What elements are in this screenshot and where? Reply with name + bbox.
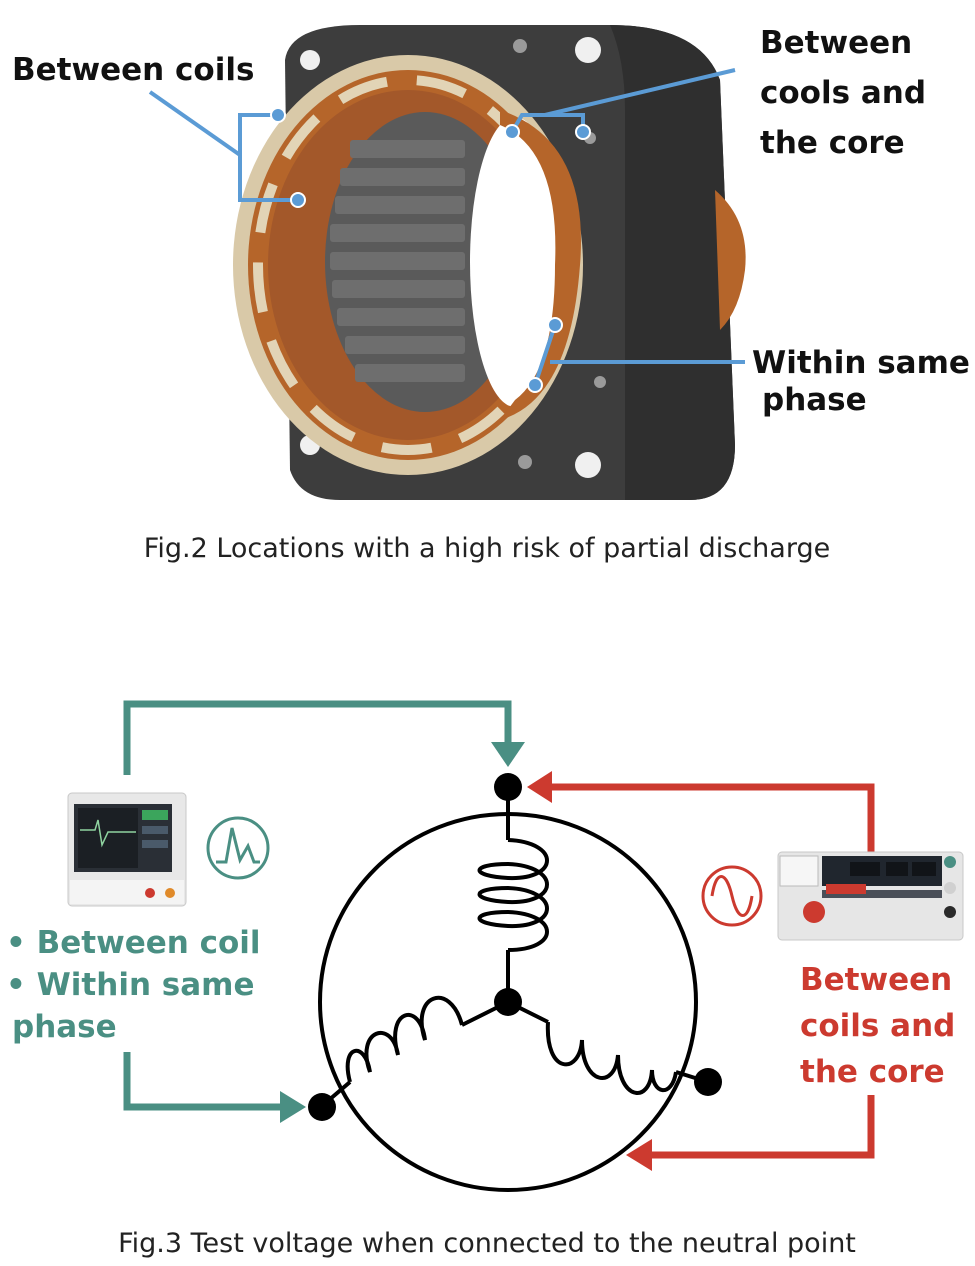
withstand-tester-device	[777, 851, 964, 941]
callout-within-phase-line1: Within same	[752, 345, 970, 381]
callout-bracket-between-coils-core	[510, 113, 585, 134]
teal-connection	[123, 700, 512, 1111]
teal-arrowhead-top	[491, 742, 525, 767]
fig2-caption: Fig.2 Locations with a high risk of part…	[144, 533, 830, 564]
callout-between-coils-core-line2: cools and	[760, 75, 926, 111]
right-label-line3: the core	[800, 1054, 945, 1090]
right-label-line2: coils and	[800, 1008, 955, 1044]
impulse-tester-device	[67, 792, 187, 907]
callout-between-coils-core-line1: Between	[760, 25, 912, 61]
callout-bracket-within-phase	[533, 324, 557, 386]
terminal-dots	[308, 773, 722, 1121]
fig3-caption: Fig.3 Test voltage when connected to the…	[118, 1228, 856, 1259]
callout-within-phase-line2: phase	[762, 382, 867, 418]
callout-lines	[148, 68, 745, 386]
motor-star-winding	[318, 789, 709, 1192]
teal-arrowhead-bottom	[280, 1091, 306, 1123]
stator-photo	[233, 25, 746, 500]
callout-line-between-coils-core	[544, 68, 736, 117]
callout-dots	[270, 107, 591, 393]
red-arrowhead-top	[527, 771, 552, 803]
left-bullet-within-phase: • Within same	[6, 967, 255, 1003]
callout-bracket-between-coils	[238, 113, 298, 202]
left-bullet-between-coil: • Between coil	[6, 925, 261, 961]
red-connection	[545, 783, 875, 1159]
callout-between-coils: Between coils	[12, 52, 254, 88]
sine-wave-icon	[701, 865, 763, 927]
callout-line-between-coils	[148, 90, 242, 157]
impulse-waveform-icon	[206, 816, 270, 880]
right-label-line1: Between	[800, 962, 952, 998]
left-bullet-phase: phase	[12, 1009, 117, 1045]
callout-between-coils-core-line3: the core	[760, 125, 905, 161]
red-arrowhead-bottom	[626, 1139, 652, 1171]
